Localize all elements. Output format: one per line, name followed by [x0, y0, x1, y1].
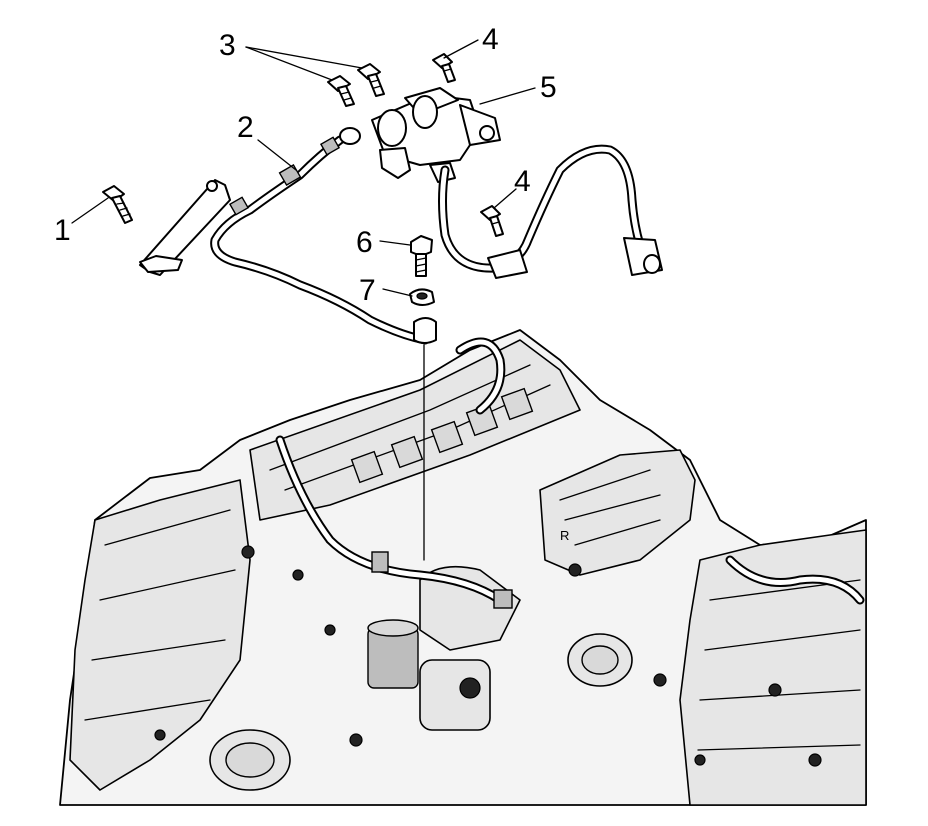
part-7-clip [409, 288, 435, 306]
pipe-clamp [413, 317, 437, 561]
part-1-bracket [139, 179, 231, 276]
part-3-bolts [327, 63, 385, 107]
part-4-bolt-upper [432, 53, 456, 83]
fuel-pump [367, 619, 491, 731]
callout-numbers: 1 2 3 4 5 4 6 7 [54, 23, 557, 307]
engine-assembly: R [59, 329, 867, 806]
part-1-bolt [102, 185, 133, 224]
callout-2: 2 [237, 111, 254, 144]
engine-bolts [154, 545, 822, 767]
part-5-fuel-block [339, 87, 501, 183]
part-6-bolt [410, 235, 433, 277]
leader-lines [71, 39, 536, 297]
injector-row [350, 387, 534, 484]
part-4-bolt-lower [480, 205, 504, 237]
part-2-fuel-pipe [210, 135, 430, 345]
callout-3: 3 [219, 29, 236, 62]
callout-4-lower: 4 [514, 165, 531, 198]
return-line [438, 144, 663, 279]
callout-7: 7 [359, 274, 376, 307]
engine-marking-r: R [560, 528, 569, 543]
callout-5: 5 [540, 71, 557, 104]
callout-4-upper: 4 [482, 23, 499, 56]
callout-1: 1 [54, 214, 71, 247]
callout-6: 6 [356, 226, 373, 259]
